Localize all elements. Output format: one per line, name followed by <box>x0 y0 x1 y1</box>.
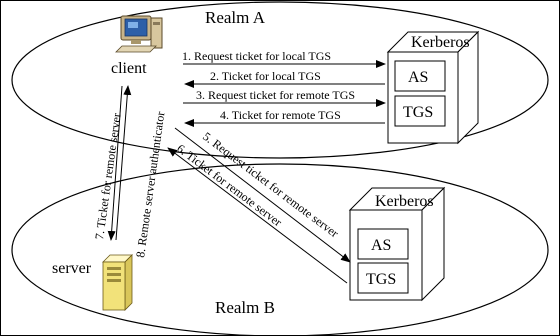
kerberos-b-tgs-box <box>357 262 409 294</box>
server-label: server <box>52 260 92 277</box>
server-tower-icon <box>102 254 133 311</box>
message-2-label: 2. Ticket for local TGS <box>210 69 321 83</box>
realm-a-ellipse <box>11 1 549 159</box>
kerberos-b-server <box>348 186 446 302</box>
arrow-5-request-remote-server <box>174 127 351 263</box>
message-7-label: 7. Ticket for remote server <box>92 112 124 240</box>
kerberos-b-as-box <box>357 228 409 260</box>
kerberos-a-server <box>386 30 480 145</box>
realm-a-label: Realm A <box>205 8 266 27</box>
kerberos-a-tgs-box <box>394 95 446 127</box>
computer-icon <box>115 15 163 53</box>
kerberos-b-tgs-label: TGS <box>366 271 396 288</box>
kerberos-b-title: Kerberos <box>375 193 434 210</box>
message-8-label: 8. Remote server authenticator <box>133 111 167 259</box>
arrow-8-remote-server-authenticator <box>115 85 132 241</box>
client-label: client <box>111 60 147 77</box>
kerberos-a-tgs-label: TGS <box>403 104 433 121</box>
kerberos-a-as-label: AS <box>408 69 428 86</box>
message-1-label: 1. Request ticket for local TGS <box>182 49 331 63</box>
kerberos-a-title: Kerberos <box>411 34 470 51</box>
realm-b-ellipse <box>11 163 549 336</box>
arrow-6-ticket-remote-server <box>167 147 348 284</box>
message-3-label: 3. Request ticket for remote TGS <box>196 88 355 102</box>
realm-b-label: Realm B <box>215 298 275 317</box>
message-4-label: 4. Ticket for remote TGS <box>220 108 341 122</box>
arrow-7-ticket-remote-server <box>107 85 123 241</box>
kerberos-b-as-label: AS <box>371 237 391 254</box>
kerberos-a-as-box <box>394 60 446 92</box>
